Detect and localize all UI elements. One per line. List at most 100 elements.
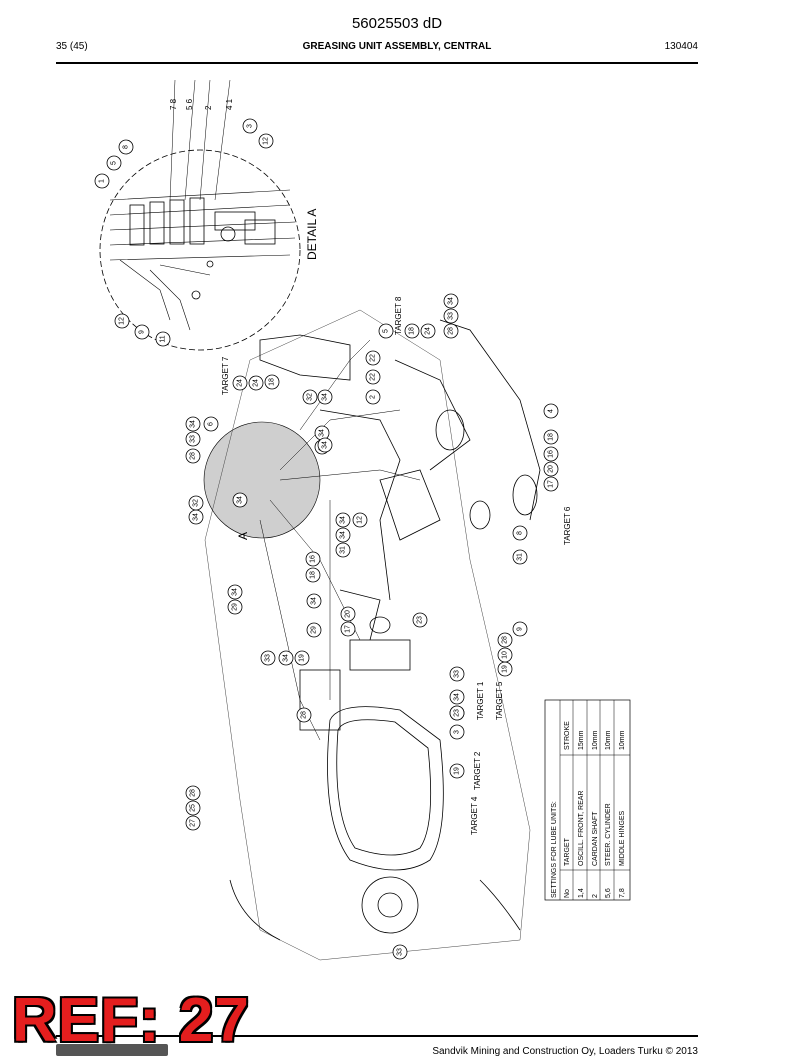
callout-number: 28 [190, 452, 197, 460]
detail-a-marker: A [236, 532, 250, 540]
callout-balloon: 16 [543, 446, 559, 462]
table-cell: 5,6 [605, 888, 612, 898]
callout-number: 23 [417, 616, 424, 624]
callout-balloon: 34 [317, 389, 333, 405]
callout-number: 33 [190, 435, 197, 443]
page-indicator: 35 (45) [56, 41, 88, 52]
callout-number: 9 [517, 627, 524, 631]
callout-balloon: 3 [449, 724, 465, 740]
target-label: TARGET 1 [476, 681, 485, 720]
callout-balloon: 11 [155, 331, 171, 347]
detail-digit-label: 5 6 [185, 98, 194, 110]
callout-balloon: 33 [443, 308, 459, 324]
callout-number: 24 [253, 379, 260, 387]
callout-number: 34 [322, 393, 329, 401]
target-label: TARGET 8 [394, 296, 403, 335]
callout-balloon: 19 [497, 661, 513, 677]
callout-balloon: 5 [378, 323, 394, 339]
callout-balloon: 12 [114, 313, 130, 329]
callout-balloon: 8 [118, 139, 134, 155]
settings-table-title: SETTINGS FOR LUBE UNITS: [551, 801, 558, 898]
callout-balloon: 1 [94, 173, 110, 189]
callout-number: 34 [237, 496, 244, 504]
callout-balloon: 31 [335, 542, 351, 558]
settings-table: SETTINGS FOR LUBE UNITS: No TARGET STROK… [544, 699, 631, 901]
callout-balloon: 34 [232, 492, 248, 508]
table-header-target: TARGET [564, 837, 571, 866]
callout-balloon: 29 [306, 622, 322, 638]
callout-balloon: 12 [352, 512, 368, 528]
callout-balloon: 34 [278, 650, 294, 666]
callout-balloon: 28 [185, 448, 201, 464]
ref-stamp: REF: 27 [12, 986, 250, 1055]
callout-balloon: 32 [188, 495, 204, 511]
callout-balloon: 23 [449, 705, 465, 721]
callout-balloon: 2 [365, 389, 381, 405]
callout-balloon: 24 [420, 323, 436, 339]
callout-number: 25 [190, 804, 197, 812]
callout-balloon: 12 [258, 133, 274, 149]
callout-balloon: 18 [404, 323, 420, 339]
detail-digit-label: 2 [204, 105, 213, 110]
callout-number: 34 [322, 441, 329, 449]
callout-number: 9 [139, 330, 146, 334]
header-rule [56, 62, 698, 64]
callout-number: 34 [319, 429, 326, 437]
callout-balloons: 1583121291128333463432242418323434302222… [94, 118, 559, 960]
callout-number: 19 [454, 767, 461, 775]
callout-balloon: 34 [449, 689, 465, 705]
loader-frame [204, 309, 541, 961]
document-number: 56025503 dD [351, 15, 443, 32]
callout-number: 34 [340, 516, 347, 524]
table-cell: OSCILL. FRONT, REAR [578, 791, 585, 866]
callout-balloon: 22 [365, 369, 381, 385]
callout-number: 18 [269, 378, 276, 386]
callout-balloon: 28 [497, 632, 513, 648]
callout-balloon: 25 [185, 800, 201, 816]
callout-number: 12 [357, 516, 364, 524]
callout-number: 12 [263, 137, 270, 145]
callout-number: 28 [502, 636, 509, 644]
callout-balloon: 18 [264, 374, 280, 390]
callout-balloon: 18 [305, 567, 321, 583]
callout-number: 18 [409, 327, 416, 335]
detail-digit-label: 4 1 [225, 98, 234, 110]
target-label: TARGET 6 [563, 506, 572, 545]
callout-number: 29 [232, 603, 239, 611]
callout-number: 6 [208, 422, 215, 426]
callout-number: 18 [310, 571, 317, 579]
callout-number: 32 [307, 393, 314, 401]
callout-number: 20 [345, 610, 352, 618]
callout-balloon: 20 [543, 461, 559, 477]
table-cell: 7,8 [619, 888, 626, 898]
callout-number: 16 [310, 555, 317, 563]
callout-balloon: 28 [185, 785, 201, 801]
target-label: TARGET 5 [495, 681, 504, 720]
callout-number: 24 [237, 379, 244, 387]
callout-number: 5 [383, 329, 390, 333]
callout-number: 33 [397, 948, 404, 956]
callout-number: 3 [454, 730, 461, 734]
callout-balloon: 34 [185, 416, 201, 432]
callout-balloon: 4 [543, 403, 559, 419]
callout-number: 34 [311, 597, 318, 605]
table-header-stroke: STROKE [564, 721, 571, 750]
callout-number: 34 [232, 588, 239, 596]
callout-balloon: 33 [260, 650, 276, 666]
detail-digit-labels: 7 8 5 6 2 4 1 [169, 98, 234, 110]
callout-balloon: 22 [365, 350, 381, 366]
callout-number: 28 [301, 711, 308, 719]
table-cell: CARDAN SHAFT [592, 811, 599, 866]
callout-number: 22 [370, 373, 377, 381]
callout-number: 34 [193, 513, 200, 521]
callout-number: 20 [548, 465, 555, 473]
callout-number: 19 [299, 654, 306, 662]
callout-number: 28 [190, 789, 197, 797]
callout-number: 28 [448, 327, 455, 335]
callout-balloon: 34 [335, 512, 351, 528]
table-cell: 2 [592, 894, 599, 898]
detail-a-label: DETAIL A [305, 209, 319, 260]
callout-balloon: 8 [512, 525, 528, 541]
callout-balloon: 23 [412, 612, 428, 628]
callout-number: 22 [370, 354, 377, 362]
